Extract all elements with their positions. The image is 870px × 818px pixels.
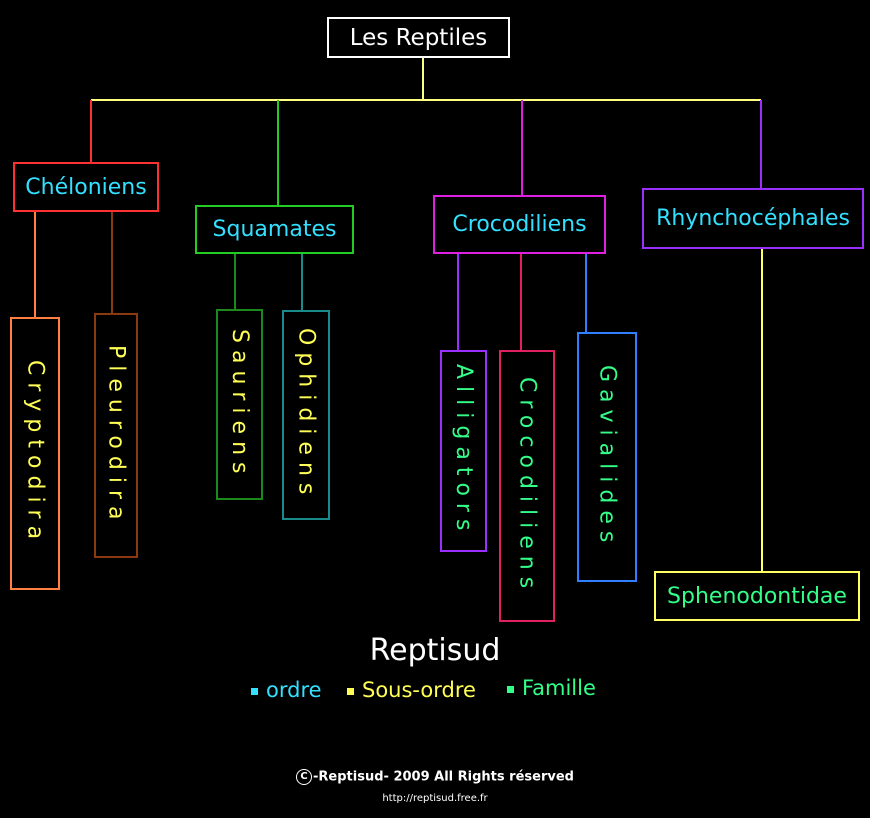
family-label-sphenodontidae: Sphenodontidae (667, 583, 847, 609)
family-box-gavialides: Gavialides (577, 332, 637, 582)
suborder-label-cryptodira: Cryptodira (22, 360, 48, 547)
family-label-gavialides: Gavialides (594, 364, 620, 550)
legend-famille-swatch (507, 685, 514, 693)
copyright-icon: C (296, 769, 313, 785)
suborder-box-ophidiens: Ophidiens (282, 310, 330, 520)
title-text: Les Reptiles (349, 24, 488, 51)
legend-sous-ordre-swatch (347, 687, 354, 695)
family-label-crocodiliens: Crocodiliens (514, 376, 540, 596)
order-box-squamates: Squamates (195, 205, 354, 254)
order-label-rhynchocephales: Rhynchocéphales (656, 206, 850, 231)
order-label-squamates: Squamates (212, 217, 337, 242)
family-box-alligators: Alligators (440, 350, 487, 552)
order-box-crocodiliens: Crocodiliens (433, 195, 606, 254)
title-box: Les Reptiles (327, 17, 510, 58)
site-url[interactable]: http://reptisud.free.fr (382, 793, 488, 804)
suborder-label-ophidiens: Ophidiens (293, 328, 319, 502)
legend-ordre-swatch (251, 687, 258, 695)
legend-ordre: ordre (251, 678, 322, 702)
legend-ordre-label: ordre (266, 678, 322, 702)
suborder-box-cryptodira: Cryptodira (10, 317, 60, 590)
order-box-rhynchocephales: Rhynchocéphales (642, 188, 864, 249)
brand-title: Reptisud (369, 633, 501, 668)
legend-famille-label: Famille (522, 676, 596, 700)
family-box-crocodiliens: Crocodiliens (499, 350, 555, 622)
legend-famille: Famille (507, 676, 596, 700)
family-label-alligators: Alligators (451, 364, 476, 538)
order-box-cheloniens: Chéloniens (13, 162, 159, 212)
order-label-crocodiliens: Crocodiliens (452, 212, 587, 237)
suborder-label-pleurodira: Pleurodira (103, 344, 129, 527)
copyright-text: -Reptisud- 2009 All Rights réserved (313, 769, 574, 785)
family-box-sphenodontidae: Sphenodontidae (654, 571, 860, 621)
suborder-label-sauriens: Sauriens (227, 328, 252, 481)
legend-sous-ordre-label: Sous-ordre (362, 678, 476, 702)
legend-sous-ordre: Sous-ordre (347, 678, 476, 702)
copyright: C-Reptisud- 2009 All Rights réserved (0, 769, 870, 785)
order-label-cheloniens: Chéloniens (25, 174, 147, 200)
suborder-box-pleurodira: Pleurodira (94, 313, 138, 558)
suborder-box-sauriens: Sauriens (216, 309, 263, 500)
